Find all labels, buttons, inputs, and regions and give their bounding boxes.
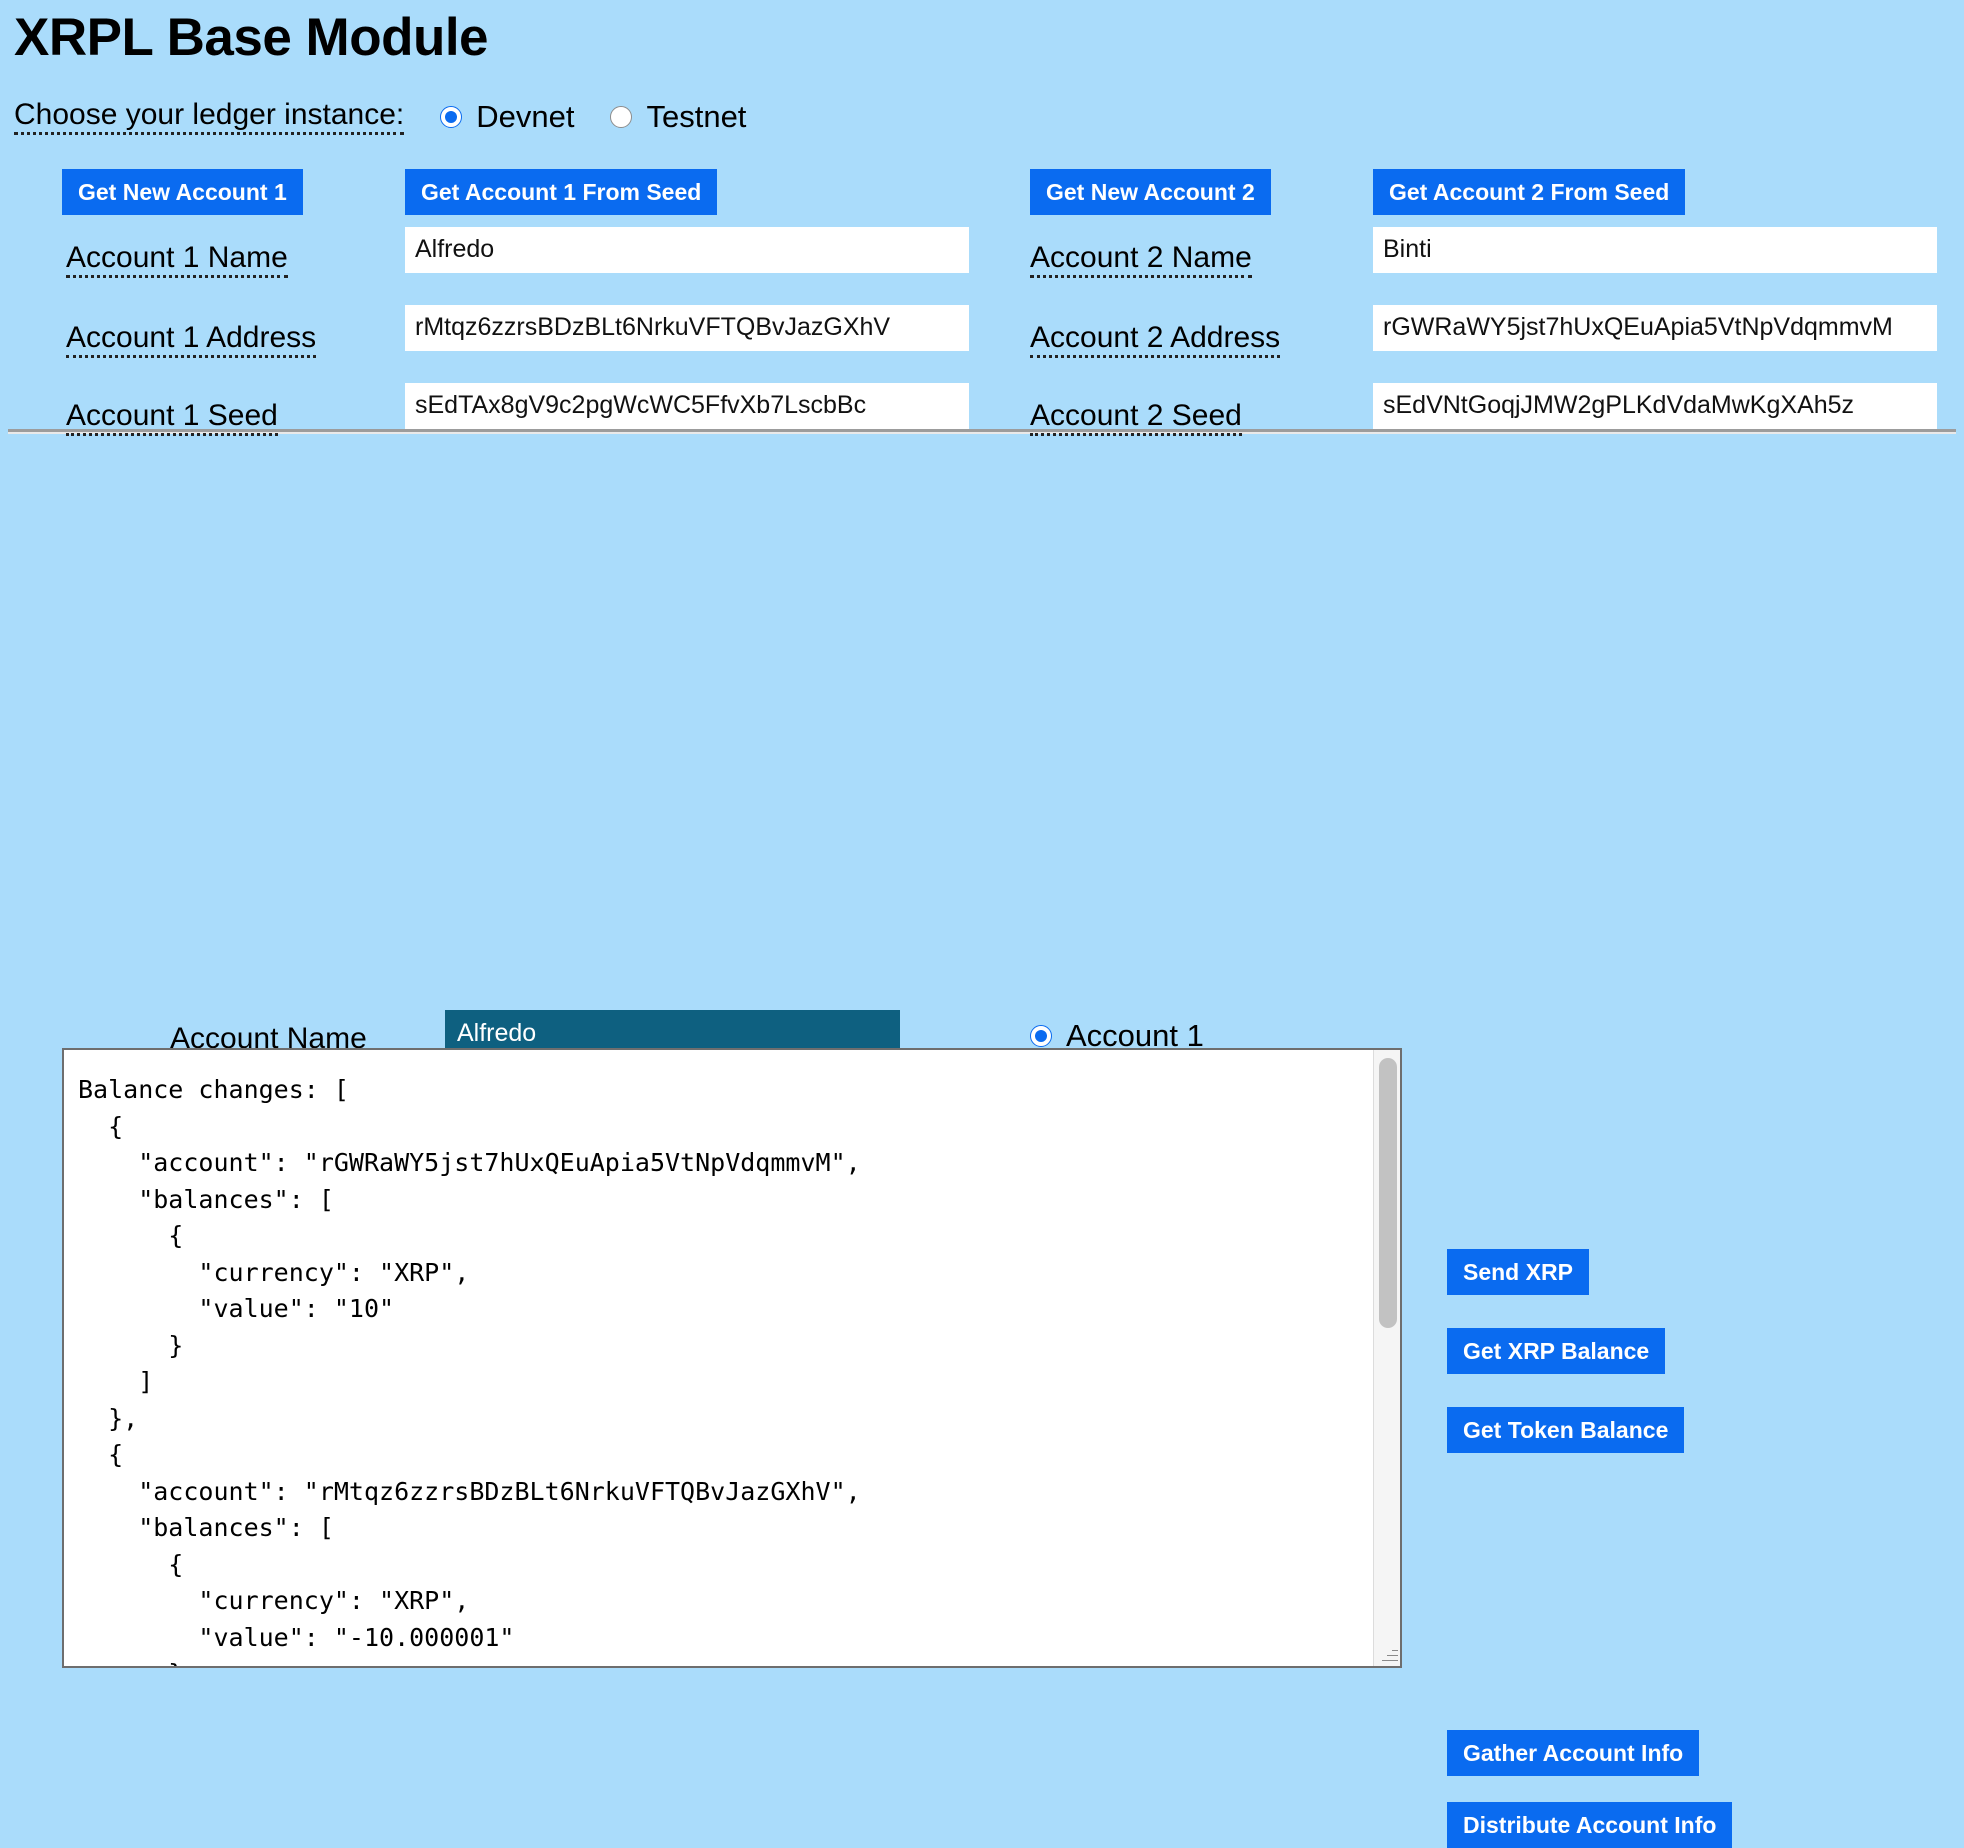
output-textarea-wrapper[interactable]: Balance changes: [ { "account": "rGWRaWY… bbox=[62, 1048, 1402, 1668]
get-new-account-2-button[interactable]: Get New Account 2 bbox=[1030, 168, 1271, 216]
page-title: XRPL Base Module bbox=[14, 8, 489, 67]
output-textarea[interactable]: Balance changes: [ { "account": "rGWRaWY… bbox=[78, 1075, 861, 1666]
radio-devnet-label: Devnet bbox=[476, 98, 575, 134]
account-1-address-input[interactable] bbox=[405, 304, 969, 351]
radio-devnet[interactable]: Devnet bbox=[440, 99, 574, 135]
gather-account-info-button[interactable]: Gather Account Info bbox=[1447, 1729, 1700, 1777]
get-new-account-1-button[interactable]: Get New Account 1 bbox=[62, 168, 303, 216]
output-scrollbar-thumb[interactable] bbox=[1379, 1058, 1397, 1328]
radio-testnet[interactable]: Testnet bbox=[610, 99, 746, 135]
accounts-section: Get New Account 1 Get Account 1 From See… bbox=[0, 168, 1964, 436]
account-2-address-label: Account 2 Address bbox=[1030, 321, 1281, 358]
account-2-seed-input[interactable] bbox=[1373, 382, 1937, 429]
output-scrollbar[interactable] bbox=[1373, 1050, 1400, 1666]
radio-account-1-label: Account 1 bbox=[1066, 1017, 1204, 1053]
radio-account-1-icon[interactable] bbox=[1030, 1024, 1052, 1047]
account-2-address-input[interactable] bbox=[1373, 304, 1937, 351]
resize-handle-icon[interactable] bbox=[1380, 1646, 1398, 1664]
transaction-form: Account Name Account Address Account See… bbox=[0, 434, 1964, 1848]
send-xrp-button[interactable]: Send XRP bbox=[1447, 1248, 1589, 1296]
section-divider bbox=[8, 428, 1956, 434]
account-1-seed-label: Account 1 Seed bbox=[66, 399, 278, 436]
radio-devnet-icon[interactable] bbox=[440, 105, 463, 128]
account-1-seed-input[interactable] bbox=[405, 382, 969, 429]
ledger-instance-row: Choose your ledger instance: Devnet Test… bbox=[14, 97, 1964, 137]
distribute-account-info-button[interactable]: Distribute Account Info bbox=[1447, 1801, 1733, 1848]
get-account-1-from-seed-button[interactable]: Get Account 1 From Seed bbox=[405, 168, 718, 216]
ledger-instance-label: Choose your ledger instance: bbox=[14, 98, 405, 136]
account-1-name-input[interactable] bbox=[405, 226, 969, 273]
radio-testnet-label: Testnet bbox=[646, 98, 747, 134]
account-2-name-label: Account 2 Name bbox=[1030, 241, 1252, 278]
account-1-address-label: Account 1 Address bbox=[66, 321, 317, 358]
radio-testnet-icon[interactable] bbox=[610, 105, 633, 128]
get-account-2-from-seed-button[interactable]: Get Account 2 From Seed bbox=[1373, 168, 1686, 216]
get-token-balance-button[interactable]: Get Token Balance bbox=[1447, 1406, 1685, 1454]
account-2-name-input[interactable] bbox=[1373, 226, 1937, 273]
account-1-name-label: Account 1 Name bbox=[66, 241, 288, 278]
get-xrp-balance-button[interactable]: Get XRP Balance bbox=[1447, 1327, 1666, 1375]
radio-account-1[interactable]: Account 1 bbox=[1030, 1018, 1204, 1054]
account-2-seed-label: Account 2 Seed bbox=[1030, 399, 1242, 436]
